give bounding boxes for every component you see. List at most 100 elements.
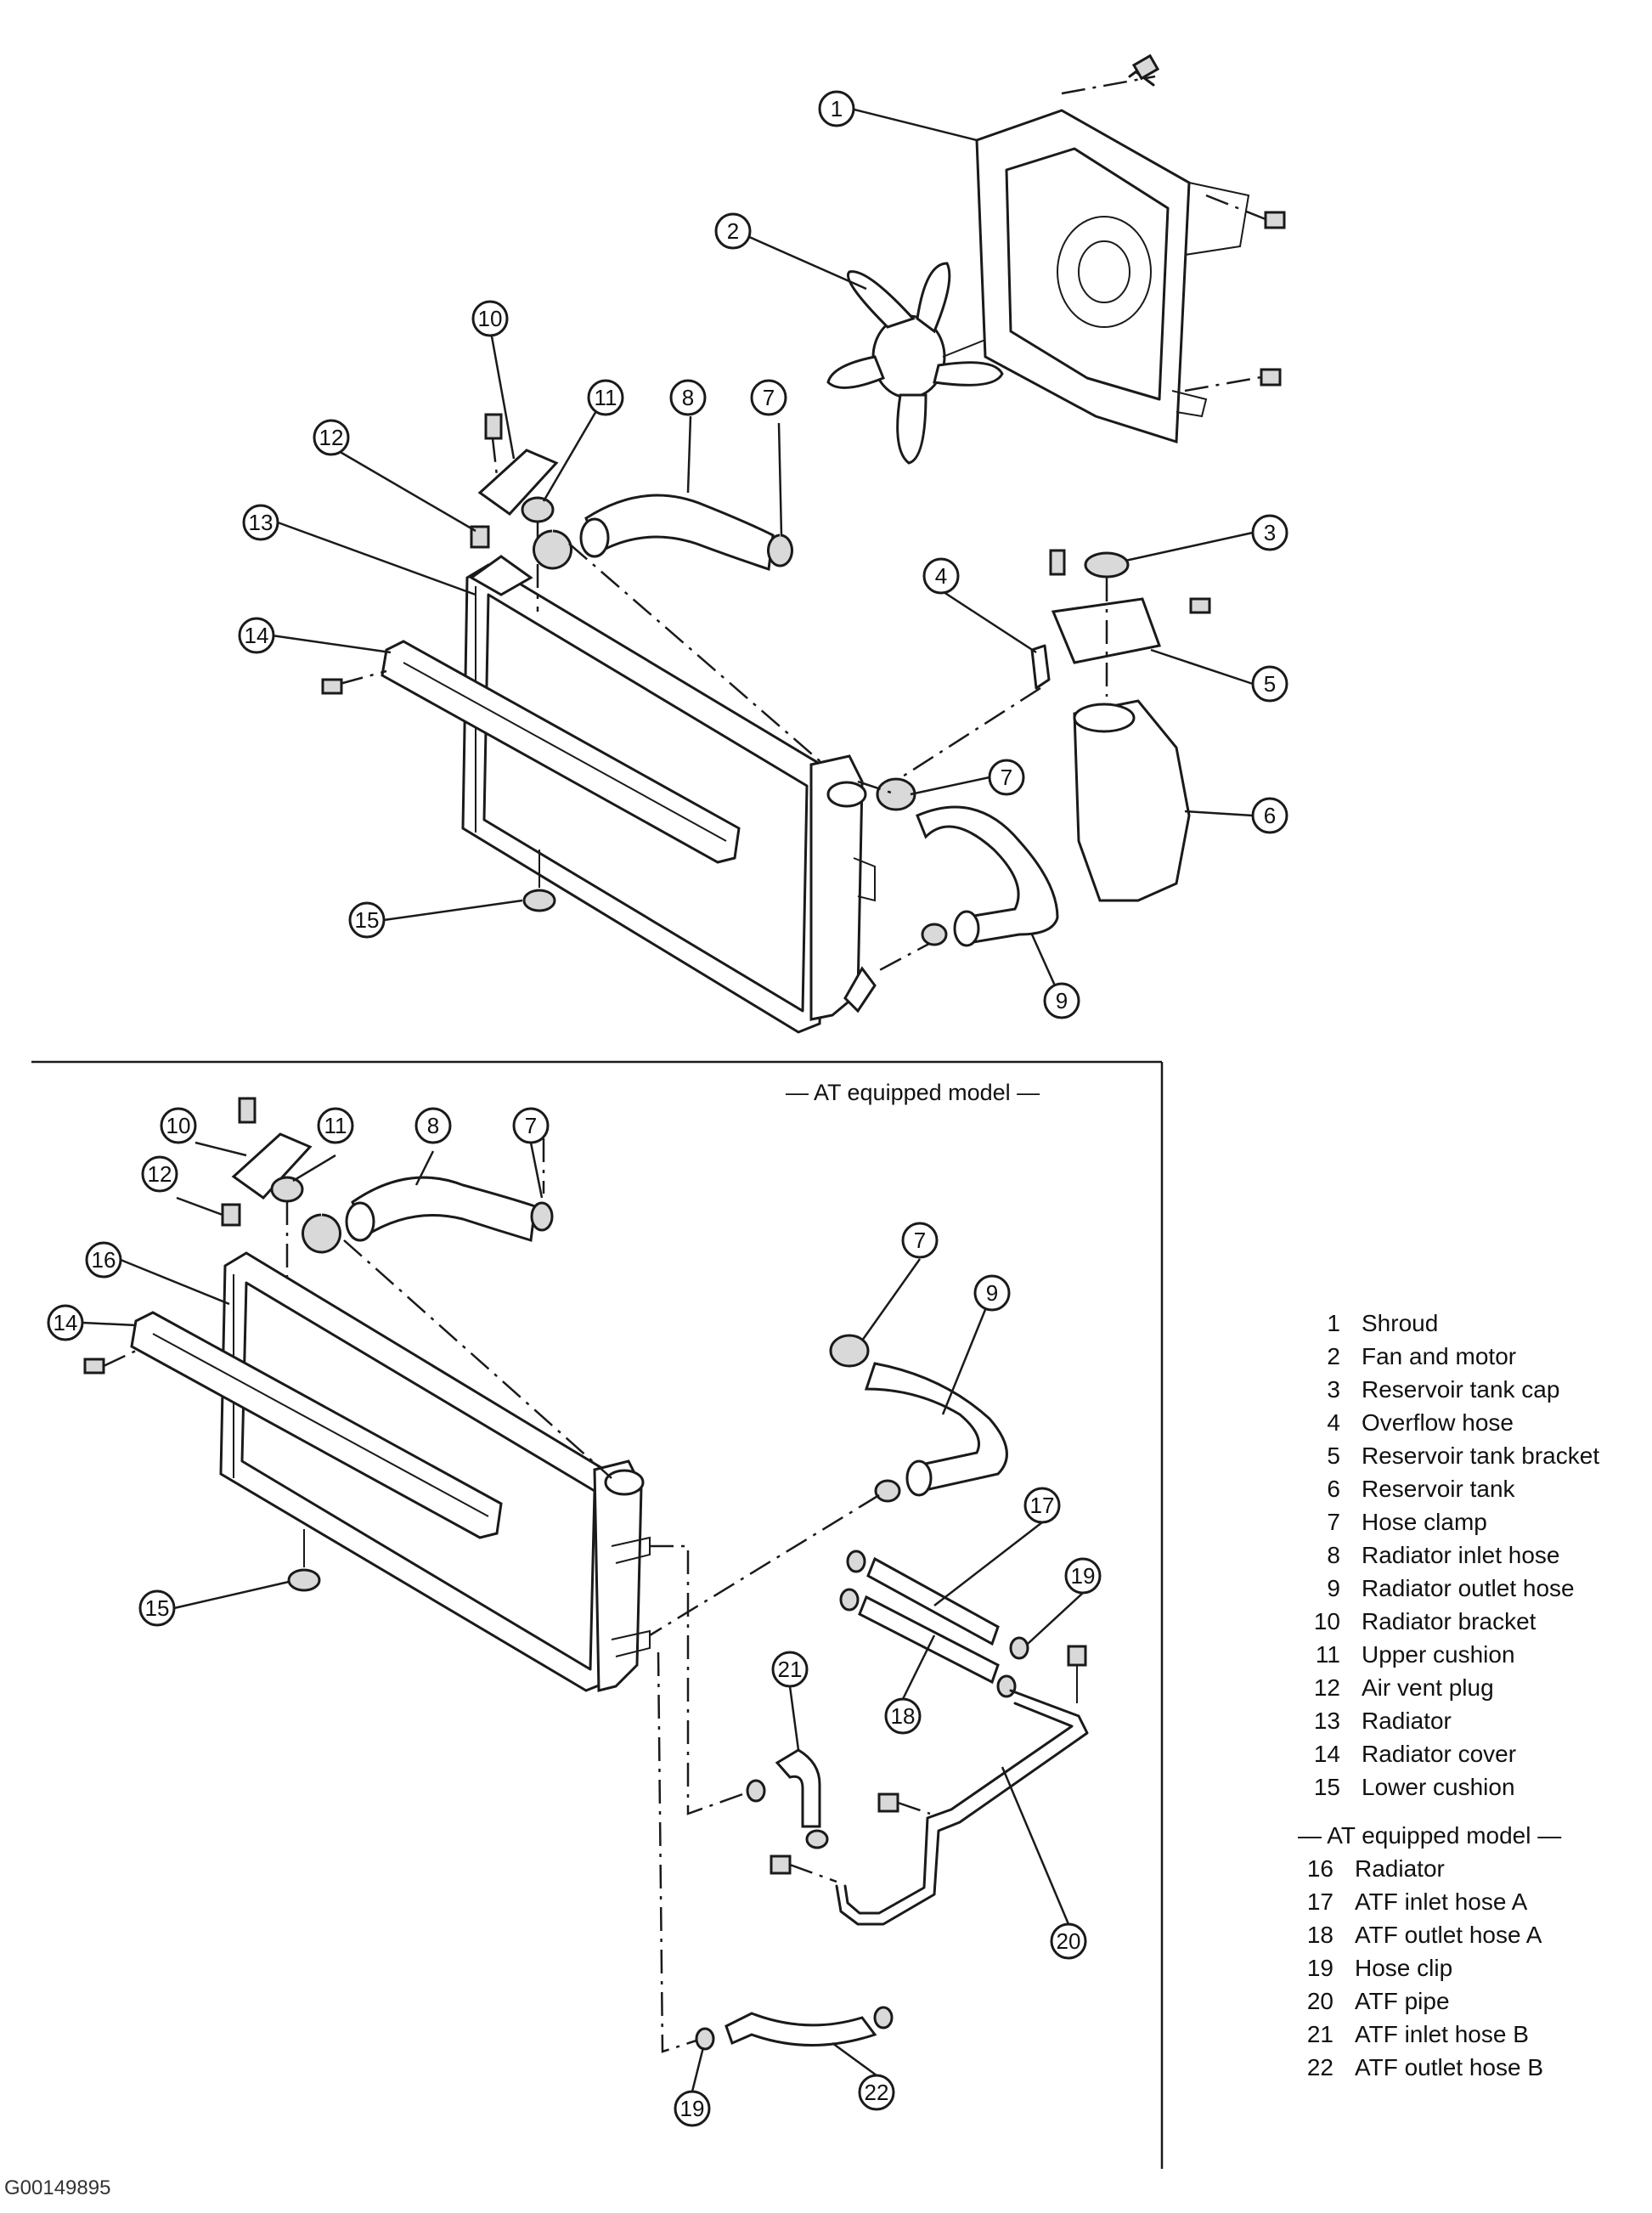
callout-18: 18: [884, 1697, 922, 1735]
callout-9: 9: [1043, 982, 1080, 1019]
bottom-assembly: [82, 1097, 1089, 2092]
callout-4: 4: [922, 557, 960, 595]
callout-14: 14: [238, 617, 275, 654]
callout-label: 14: [245, 623, 269, 648]
callout-22: 22: [858, 2074, 895, 2111]
callout-label: 2: [727, 218, 739, 244]
callout-label: 18: [891, 1703, 916, 1729]
shroud-bolts: [1061, 54, 1286, 392]
legend-number: 8: [1327, 1542, 1340, 1568]
shroud-part: [975, 109, 1250, 444]
legend-item: 15 Lower cushion: [1314, 1774, 1515, 1800]
callout-11: 11: [587, 379, 624, 416]
legend-number: 19: [1307, 1955, 1333, 1981]
callout-7c: 7: [512, 1107, 550, 1144]
legend-number: 1: [1327, 1310, 1340, 1336]
callout-label: 3: [1264, 520, 1276, 545]
legend-number: 3: [1327, 1376, 1340, 1403]
legend-label: Radiator outlet hose: [1362, 1575, 1575, 1601]
legend-label: Lower cushion: [1362, 1774, 1515, 1800]
callout-label: 8: [427, 1113, 439, 1138]
legend-number: 20: [1307, 1988, 1333, 2014]
figure-id: G00149895: [4, 2176, 110, 2199]
callout-label: 13: [249, 510, 273, 535]
legend-number: 6: [1327, 1476, 1340, 1502]
legend-number: 12: [1314, 1674, 1340, 1701]
inset-title: — AT equipped model —: [786, 1080, 1040, 1105]
radiator-inlet-hose-part: [533, 494, 825, 765]
callout-label: 5: [1264, 671, 1276, 697]
at-radiator-outlet-hose-part: [649, 1334, 1008, 1637]
legend-label: Radiator: [1362, 1708, 1452, 1734]
callout-label: 12: [148, 1161, 172, 1187]
at-radiator-inlet-hose-part: [302, 1138, 612, 1479]
callout-20: 20: [1050, 1922, 1087, 1960]
legend-item: 8 Radiator inlet hose: [1327, 1542, 1559, 1568]
top-assembly: [271, 54, 1286, 1034]
bottom-leaders: [82, 1141, 1084, 2092]
legend-label: Shroud: [1362, 1310, 1438, 1336]
callout-2: 2: [714, 212, 752, 250]
callout-19a: 19: [1064, 1557, 1102, 1595]
callout-12b: 12: [141, 1155, 178, 1193]
atf-hose-a-parts: [839, 1550, 1029, 1698]
atf-outlet-hose-b-part: [695, 2006, 894, 2051]
legend-label: Radiator: [1355, 1855, 1445, 1882]
callout-12: 12: [313, 419, 350, 456]
legend-number: 10: [1314, 1608, 1340, 1634]
legend-number: 13: [1314, 1708, 1340, 1734]
callout-8: 8: [669, 379, 707, 416]
callout-label: 12: [319, 425, 344, 450]
radiator-cover-part: [321, 640, 741, 864]
callout-6: 6: [1251, 797, 1288, 834]
legend-number: 5: [1327, 1442, 1340, 1469]
legend-number: 11: [1316, 1641, 1340, 1668]
callout-label: 15: [355, 907, 380, 933]
callout-10: 10: [471, 300, 509, 337]
legend-number: 17: [1307, 1888, 1333, 1915]
callout-19b: 19: [674, 2090, 711, 2127]
lower-cushion-part: [522, 850, 556, 912]
callout-8b: 8: [414, 1107, 452, 1144]
legend-label: Reservoir tank cap: [1362, 1376, 1559, 1403]
callout-label: 9: [986, 1280, 998, 1306]
callout-21: 21: [771, 1651, 809, 1688]
callout-label: 6: [1264, 803, 1276, 828]
at-radiator-bracket-upper: [221, 1097, 313, 1283]
callouts-bottom: 7 7 8 9 10 11 12 14 15 16 17 18 19 19 20…: [47, 1107, 1102, 2127]
callout-9b: 9: [973, 1274, 1011, 1312]
callout-1: 1: [818, 90, 855, 127]
callout-label: 7: [1001, 765, 1012, 790]
legend-number: 2: [1327, 1343, 1340, 1369]
legend-number: 15: [1314, 1774, 1340, 1800]
callout-15: 15: [348, 901, 386, 939]
callout-3: 3: [1251, 514, 1288, 551]
callout-label: 20: [1057, 1928, 1081, 1954]
callout-label: 7: [763, 385, 775, 410]
legend-item: 3 Reservoir tank cap: [1327, 1376, 1559, 1403]
legend-label: Radiator cover: [1362, 1741, 1516, 1767]
callout-7d: 7: [901, 1222, 939, 1259]
legend-label: Reservoir tank bracket: [1362, 1442, 1599, 1469]
legend-label: ATF outlet hose B: [1355, 2054, 1543, 2080]
legend-label: ATF inlet hose A: [1355, 1888, 1528, 1915]
callout-label: 8: [682, 385, 694, 410]
callout-14b: 14: [47, 1304, 84, 1341]
legend-item: 5 Reservoir tank bracket: [1327, 1442, 1599, 1469]
legend-label: Radiator inlet hose: [1362, 1542, 1559, 1568]
atf-routing-lines: [650, 1544, 748, 2053]
legend-at-header: — AT equipped model —: [1298, 1822, 1561, 1849]
atf-pipe-part: [770, 1645, 1089, 1926]
callout-16: 16: [85, 1241, 122, 1279]
legend-item: 1 Shroud: [1327, 1310, 1438, 1336]
at-lower-cushion-part: [287, 1529, 321, 1592]
